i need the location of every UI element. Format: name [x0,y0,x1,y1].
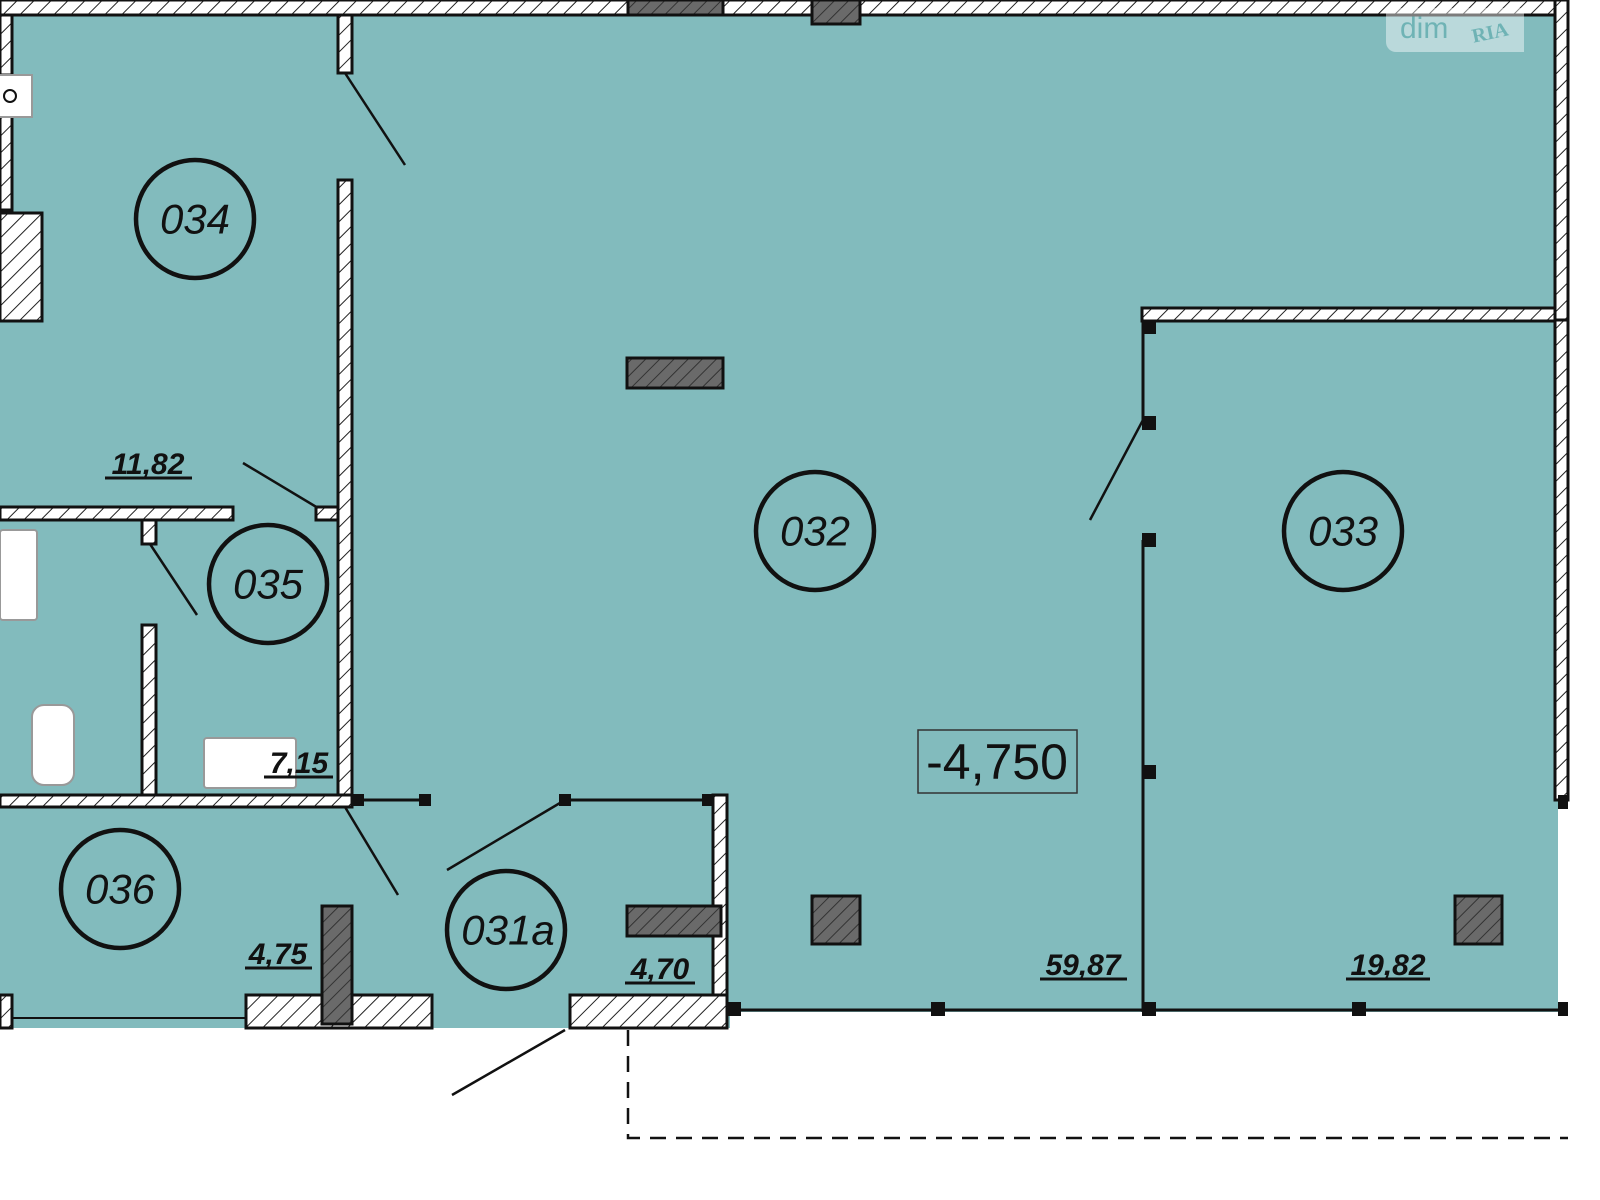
door-swings [148,72,1145,1097]
level-box [917,729,1078,794]
room-area: 11,82 [112,448,185,481]
room-marker-035 [206,522,330,646]
watermark-sub: RIA [1470,18,1511,48]
room-area: 7,15 [270,747,330,780]
shower-icon [0,529,38,621]
room-marker-036 [58,827,182,951]
room-number: 031a [461,907,554,954]
room-marker-034 [133,157,257,281]
room-marker-033 [1281,469,1405,593]
meter-icon [0,74,33,118]
room-number: 034 [160,196,230,243]
fixtures [0,74,297,789]
room-area: 4,75 [248,938,309,971]
room-marker-032 [753,469,877,593]
terrace-outline [626,1030,1568,1140]
room-number: 033 [1308,508,1378,555]
room-number: 032 [780,508,850,555]
room-area: 59,87 [1045,949,1121,982]
post-markers [352,320,1568,1016]
level-mark: -4,750 [926,734,1068,790]
room-number: 036 [85,866,156,913]
watermark-logo: dim RIA [1386,8,1524,52]
room-marker-031a [444,868,568,992]
room-number: 035 [233,561,304,608]
room-area: 4,70 [630,953,690,986]
toilet-icon [31,704,75,786]
columns [0,0,1504,1026]
room-area: 19,82 [1350,949,1425,982]
watermark-brand: dim [1400,12,1449,45]
